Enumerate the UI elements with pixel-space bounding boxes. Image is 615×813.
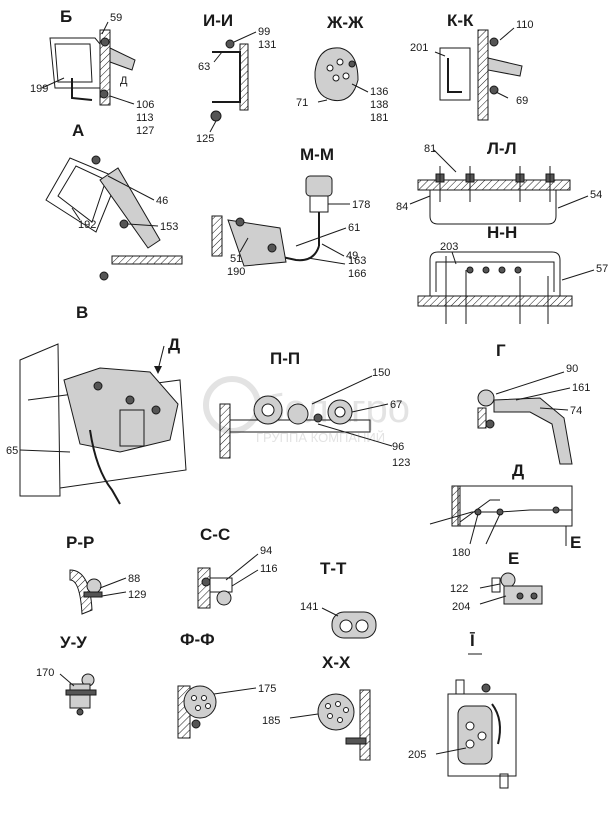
label-96: 96 <box>392 441 404 453</box>
label-199: 199 <box>30 83 48 95</box>
section-g-title: Г <box>496 341 506 360</box>
section-uu: У-У 170 <box>36 633 97 716</box>
view-b: Б 59 199 Д 106 113 127 <box>30 7 154 137</box>
label-106: 106 <box>136 99 154 111</box>
section-ll: Л-Л 81 54 84 <box>396 139 602 225</box>
section-hh: Х-Х 185 <box>262 653 371 761</box>
label-185: 185 <box>262 715 280 727</box>
label-51: 51 <box>230 253 242 265</box>
label-110: 110 <box>516 19 534 31</box>
view-e: Е 122 204 <box>450 549 543 613</box>
view-v: В Д 65 <box>6 303 187 505</box>
label-181: 181 <box>370 112 388 124</box>
view-g: Г 90 161 74 <box>477 341 590 465</box>
label-94: 94 <box>260 545 272 557</box>
label-59: 59 <box>110 12 122 24</box>
label-204: 204 <box>452 601 470 613</box>
section-v-title: В <box>76 303 88 322</box>
label-122: 122 <box>450 583 468 595</box>
label-61: 61 <box>348 222 360 234</box>
section-tt-title: Т-Т <box>320 559 347 578</box>
label-46: 46 <box>156 195 168 207</box>
section-d-arrow-title: Д <box>168 335 180 354</box>
label-113: 113 <box>136 112 154 124</box>
label-99: 99 <box>258 26 270 38</box>
label-65: 65 <box>6 445 18 457</box>
section-ii-title: И-И <box>203 11 233 30</box>
section-tt: Т-Т 141 <box>300 559 377 639</box>
label-192: 192 <box>78 219 96 231</box>
label-81: 81 <box>424 143 436 155</box>
section-e-title: Е <box>508 549 519 568</box>
label-161: 161 <box>572 382 590 394</box>
label-d-b: Д <box>120 75 128 87</box>
label-180: 180 <box>452 547 470 559</box>
label-67: 67 <box>390 399 402 411</box>
section-zhzh: Ж-Ж 71 136 138 181 <box>296 13 388 124</box>
label-203: 203 <box>440 241 458 253</box>
section-rr: Р-Р 88 129 <box>66 533 146 615</box>
label-71: 71 <box>296 97 308 109</box>
section-ii: И-И 99 131 63 125 <box>196 11 276 145</box>
label-166: 166 <box>348 268 366 280</box>
section-d-title: Д <box>512 461 524 480</box>
label-88: 88 <box>128 573 140 585</box>
label-141: 141 <box>300 601 318 613</box>
section-uu-title: У-У <box>60 633 87 652</box>
section-ll-title: Л-Л <box>487 139 517 158</box>
section-a-title: А <box>72 121 84 140</box>
label-138: 138 <box>370 99 388 111</box>
section-kk: К-К 110 201 69 <box>410 11 534 121</box>
watermark-sub: ГРУППА КОМПАНИЙ <box>256 430 385 445</box>
label-175: 175 <box>258 683 276 695</box>
section-b-title: Б <box>60 7 72 26</box>
section-ss: С-С 94 116 <box>197 525 278 609</box>
section-pp: П-П 150 67 96 123 <box>219 349 410 469</box>
label-84: 84 <box>396 201 408 213</box>
section-nn-title: Н-Н <box>487 223 517 242</box>
label-54: 54 <box>590 189 602 201</box>
section-mm: М-М 178 61 49 51 190 163 166 <box>211 145 370 280</box>
section-ff-title: Ф-Ф <box>180 630 215 649</box>
label-90: 90 <box>566 363 578 375</box>
section-nn: Н-Н 203 57 <box>417 223 608 324</box>
section-ff: Ф-Ф 175 <box>177 630 276 739</box>
label-63: 63 <box>198 61 210 73</box>
label-116: 116 <box>260 563 278 575</box>
section-kk-title: К-К <box>447 11 474 30</box>
section-rr-title: Р-Р <box>66 533 94 552</box>
section-ss-title: С-С <box>200 525 230 544</box>
view-d: Д Е 180 <box>429 461 581 559</box>
label-205: 205 <box>408 749 426 761</box>
label-170: 170 <box>36 667 54 679</box>
label-201: 201 <box>410 42 428 54</box>
view-a: А 46 153 192 <box>45 121 183 281</box>
view-i: Ī 205 <box>408 631 517 789</box>
label-127: 127 <box>136 125 154 137</box>
label-178: 178 <box>352 199 370 211</box>
section-mm-title: М-М <box>300 145 334 164</box>
label-74: 74 <box>570 405 582 417</box>
label-190: 190 <box>227 266 245 278</box>
label-125: 125 <box>196 133 214 145</box>
label-150: 150 <box>372 367 390 379</box>
section-i-title: Ī <box>469 631 475 650</box>
label-57: 57 <box>596 263 608 275</box>
label-153: 153 <box>160 221 178 233</box>
section-zhzh-title: Ж-Ж <box>326 13 364 32</box>
section-hh-title: Х-Х <box>322 653 351 672</box>
label-136: 136 <box>370 86 388 98</box>
section-e-arrow-title: Е <box>570 533 581 552</box>
label-163: 163 <box>348 255 366 267</box>
label-49: 49 <box>346 250 358 262</box>
label-69: 69 <box>516 95 528 107</box>
label-131: 131 <box>258 39 276 51</box>
label-123: 123 <box>392 457 410 469</box>
section-pp-title: П-П <box>270 349 300 368</box>
label-129: 129 <box>128 589 146 601</box>
